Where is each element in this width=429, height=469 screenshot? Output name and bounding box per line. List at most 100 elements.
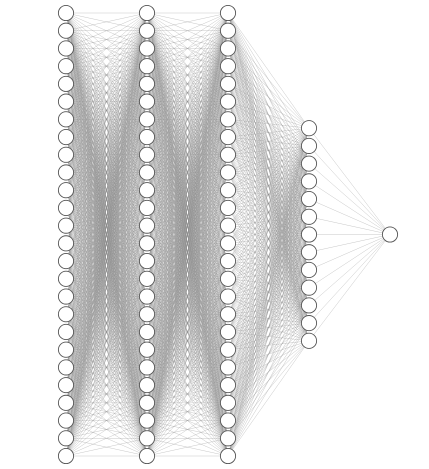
connection-edge (227, 128, 310, 191)
connection-edge (65, 12, 148, 226)
connection-edge (146, 402, 229, 457)
neuron-node (300, 226, 318, 243)
neuron-node (138, 359, 156, 376)
neuron-node (57, 430, 75, 447)
connection-edge (146, 12, 229, 209)
neuron-node (57, 217, 75, 234)
neuron-node (57, 146, 75, 163)
neuron-node (138, 128, 156, 146)
neuron-node (219, 341, 237, 358)
neuron-node (300, 191, 318, 208)
connection-edge (308, 216, 391, 235)
neuron-node (219, 146, 237, 163)
neuron-node (57, 306, 75, 323)
neuron-node (219, 288, 237, 305)
neuron-node (219, 217, 237, 234)
connection-edge (146, 66, 229, 457)
connection-edge (65, 296, 148, 457)
connection-edge (146, 12, 229, 226)
neuron-node (138, 323, 156, 341)
connection-edge (146, 331, 229, 457)
connection-edge (65, 172, 148, 457)
neuron-node (219, 235, 237, 252)
connection-edge (146, 101, 229, 457)
connection-edge (65, 30, 148, 457)
connection-edge (146, 12, 229, 244)
connections-group (65, 12, 391, 457)
connection-edge (146, 48, 229, 457)
neuron-node (57, 111, 75, 128)
connection-edge (227, 198, 310, 457)
connection-edge (65, 243, 148, 457)
connection-edge (146, 83, 229, 457)
neuron-node (138, 412, 156, 429)
connection-edge (227, 127, 310, 173)
connection-edge (65, 225, 148, 457)
neuron-node (57, 128, 75, 146)
neuron-node (138, 253, 156, 270)
neuron-node (219, 164, 237, 181)
connection-edge (65, 12, 148, 67)
neuron-column-layer-3 (219, 4, 237, 465)
neuron-node (219, 75, 237, 92)
connection-edge (227, 119, 310, 129)
connection-edge (65, 260, 148, 457)
connection-edge (65, 119, 148, 457)
neuron-node (138, 306, 156, 323)
neuron-node (138, 75, 156, 92)
connection-edge (65, 101, 148, 457)
neuron-node (138, 146, 156, 163)
neuron-node (219, 93, 237, 110)
neuron-node (138, 447, 156, 465)
neuron-node (138, 377, 156, 394)
connection-edge (146, 12, 229, 279)
connection-edge (308, 163, 391, 235)
connection-edge (146, 172, 229, 457)
neuron-node (138, 199, 156, 216)
connection-edge (227, 322, 310, 457)
neuron-node (219, 270, 237, 287)
connection-edge (65, 12, 148, 457)
connection-edge (227, 128, 310, 244)
connection-edge (227, 163, 310, 457)
connection-edge (227, 128, 310, 279)
neuron-node (219, 182, 237, 199)
connection-edge (65, 420, 148, 457)
neuron-node (138, 288, 156, 305)
connection-edge (65, 12, 148, 350)
connection-edge (146, 278, 229, 457)
neuron-node (300, 315, 318, 332)
neuron-node (381, 226, 399, 243)
neuron-node (138, 164, 156, 181)
connection-edge (65, 349, 148, 457)
connection-edge (65, 384, 148, 457)
neuron-node (57, 4, 75, 22)
connection-edge (65, 136, 148, 457)
neuron-node (219, 253, 237, 270)
neuron-node (57, 93, 75, 110)
neuron-node (138, 235, 156, 252)
connection-edge (65, 12, 148, 386)
connection-edge (227, 128, 310, 403)
connection-edge (65, 12, 148, 297)
connection-edge (65, 12, 148, 333)
neuron-node (57, 323, 75, 341)
connection-edge (146, 12, 229, 386)
neuron-node (57, 359, 75, 376)
connection-edge (308, 234, 391, 324)
neuron-node (57, 341, 75, 358)
connection-edge (227, 30, 310, 129)
neuron-node (57, 377, 75, 394)
connection-edge (65, 367, 148, 457)
connections-layer-2-to-layer-3 (146, 12, 229, 457)
neuron-node (57, 164, 75, 181)
neuron-node (138, 4, 156, 22)
neuron-node (300, 297, 318, 314)
connection-edge (227, 127, 310, 155)
neuron-node (138, 182, 156, 199)
connections-layer-4-to-layer-5 (308, 128, 391, 341)
connection-edge (146, 12, 229, 421)
connection-edge (146, 367, 229, 457)
neuron-node (57, 412, 75, 429)
